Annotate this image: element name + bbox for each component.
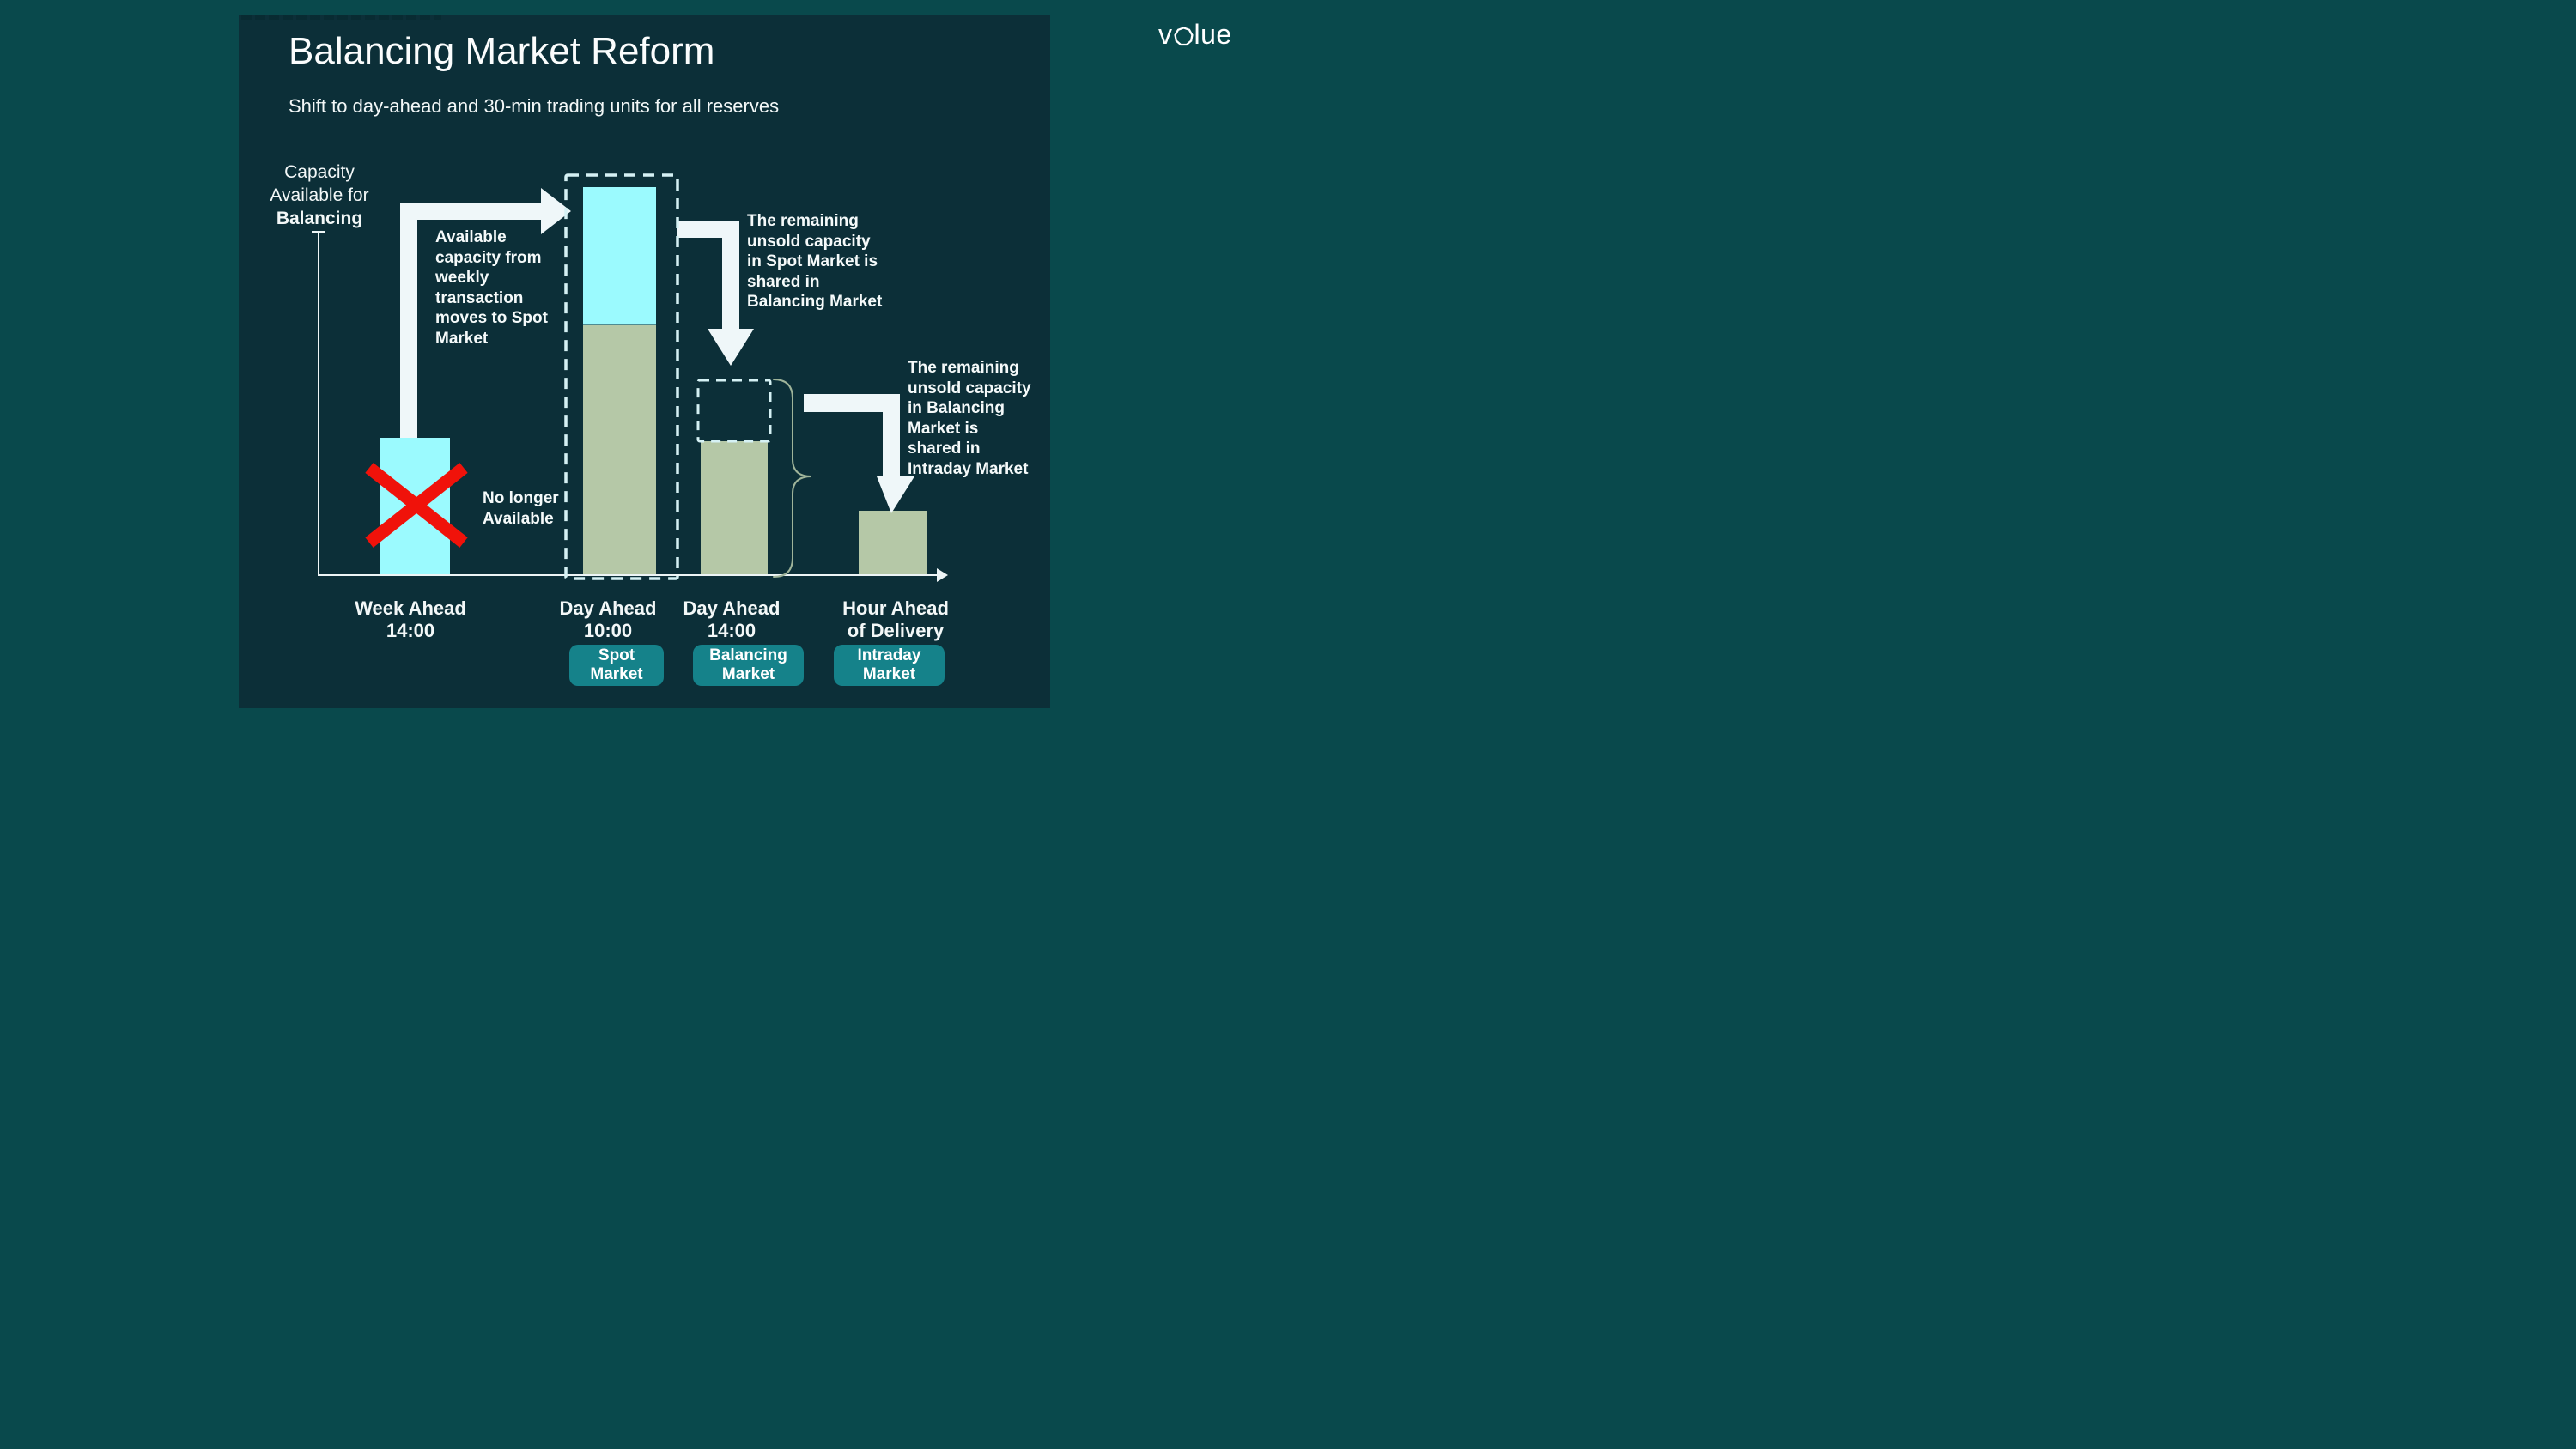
- x-label-day-ahead-14: Day Ahead 14:00: [683, 597, 781, 641]
- annotation-balancing-to-intraday: The remaining unsold capacity in Balanci…: [908, 359, 1031, 478]
- market-button-balancing: Balancing Market: [693, 645, 804, 686]
- y-axis-label-line3: Balancing: [276, 209, 363, 228]
- clipped-fine-print-text: [241, 15, 441, 20]
- x-label-week-ahead: Week Ahead 14:00: [355, 597, 466, 641]
- volue-logo: v lue: [1158, 21, 1232, 48]
- curly-brace: [773, 379, 812, 578]
- nonagon-o-icon: [1173, 26, 1194, 45]
- annotation-no-longer-available: No longer Available: [483, 489, 559, 528]
- dashed-outline-balancing-share: [696, 379, 772, 443]
- logo-letter-v: v: [1158, 19, 1173, 50]
- bar-hour-ahead: [858, 510, 927, 576]
- logo-letters-lue: lue: [1194, 19, 1232, 50]
- x-label-hour-ahead: Hour Ahead of Delivery: [842, 597, 949, 641]
- slide-background: v lue Balancing Market Reform Shift to d…: [0, 0, 1288, 724]
- y-axis-label-line1: Capacity: [284, 162, 355, 182]
- market-button-spot: Spot Market: [569, 645, 664, 686]
- y-axis-label: Capacity Available for Balancing: [246, 161, 393, 230]
- slide-panel: Balancing Market Reform Shift to day-ahe…: [239, 15, 1050, 708]
- flow-arrow-spot-to-balancing: [677, 221, 754, 366]
- annotation-spot-to-balancing: The remaining unsold capacity in Spot Ma…: [747, 212, 883, 311]
- page-title: Balancing Market Reform: [289, 30, 715, 72]
- flow-arrow-balancing-to-intraday: [804, 394, 914, 513]
- y-axis-label-line2: Available for: [270, 185, 369, 205]
- x-label-day-ahead-10: Day Ahead 10:00: [559, 597, 657, 641]
- bar-week-ahead: [379, 437, 451, 576]
- bar-day-ahead-14: [700, 440, 769, 576]
- market-button-intraday: Intraday Market: [834, 645, 945, 686]
- bar-day-ahead-10-cyan-segment: [582, 186, 657, 326]
- x-axis-arrowhead: [937, 568, 948, 582]
- page-subtitle: Shift to day-ahead and 30-min trading un…: [289, 95, 780, 117]
- bar-day-ahead-10-sage-segment: [582, 324, 657, 576]
- annotation-weekly-to-spot: Available capacity from weekly transacti…: [435, 228, 548, 348]
